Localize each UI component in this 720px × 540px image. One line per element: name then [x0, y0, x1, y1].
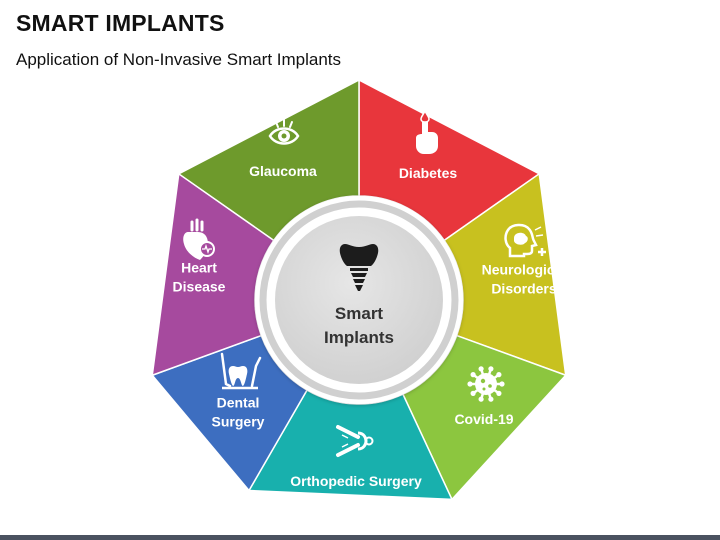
page-title: SMART IMPLANTS: [16, 10, 225, 36]
center-title-line2: Implants: [324, 328, 394, 347]
segment-label-neurological-disorders: Disorders: [491, 281, 557, 297]
center-disc: [275, 216, 443, 384]
segment-label-neurological-disorders: Neurological: [482, 262, 567, 278]
segment-label-covid-19: Covid-19: [454, 411, 513, 427]
eye-icon: [268, 119, 300, 145]
center-hub: Smart Implants: [255, 196, 463, 404]
tooth-implant-icon: [339, 244, 379, 291]
segment-label-glaucoma: Glaucoma: [249, 163, 317, 179]
segment-label-orthopedic-surgery: Orthopedic Surgery: [290, 473, 422, 489]
page-subtitle: Application of Non-Invasive Smart Implan…: [16, 50, 342, 69]
center-ring: [259, 200, 459, 400]
segment-label-dental-surgery: Dental: [217, 395, 260, 411]
footer-bar: [0, 535, 720, 540]
wheel-segments: DiabetesNeurologicalDisordersCovid-19Ort…: [151, 79, 567, 501]
segment-label-heart-disease: Heart: [181, 260, 217, 276]
tooth-tools-icon: [220, 352, 262, 390]
knee-joint-icon: [336, 425, 374, 457]
segment-label-dental-surgery: Surgery: [212, 414, 265, 430]
virus-icon: [467, 366, 505, 402]
finger-drop-icon: [416, 109, 438, 154]
center-title-line1: Smart: [335, 304, 384, 323]
heart-icon: [183, 218, 215, 260]
brain-head-icon: [504, 223, 546, 258]
segment-label-heart-disease: Disease: [173, 279, 226, 295]
segment-label-diabetes: Diabetes: [399, 165, 458, 181]
